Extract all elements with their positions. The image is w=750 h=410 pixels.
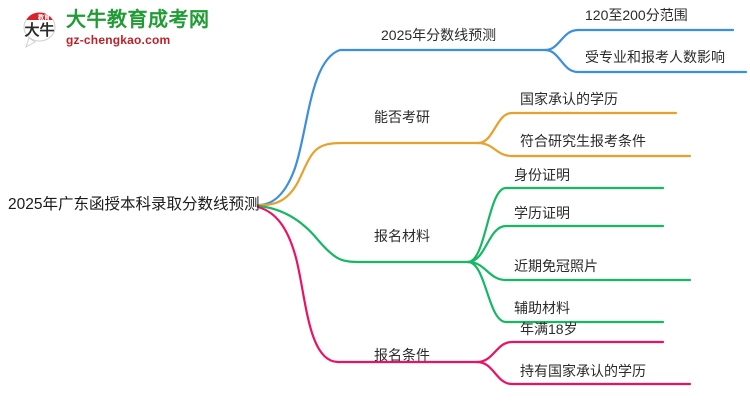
svg-text:教育: 教育 <box>37 14 50 22</box>
logo-subtitle: gz-chengkao.com <box>66 33 171 47</box>
edge-group-branch-3 <box>256 205 692 386</box>
mindmap-root-node[interactable]: 2025年广东函授本科录取分数线预测 <box>8 196 260 213</box>
mindmap-leaf-node-3-0[interactable]: 年满18岁 <box>520 321 578 337</box>
logo-text: 大牛教育成考网 gz-chengkao.com <box>66 8 210 48</box>
mindmap-leaf-node-3-1[interactable]: 持有国家承认的学历 <box>520 363 646 379</box>
site-logo: 大牛 教育 大牛教育成考网 gz-chengkao.com <box>18 6 209 54</box>
mindmap-leaf-node-2-1[interactable]: 学历证明 <box>514 205 570 221</box>
edge-branch-2-to-child-1 <box>466 224 665 264</box>
mindmap-branch-node-2[interactable]: 报名材料 <box>374 228 430 244</box>
daniu-logo-icon: 大牛 教育 <box>23 12 56 49</box>
mindmap-branch-node-3[interactable]: 报名条件 <box>374 347 430 363</box>
edge-root-to-branch-0 <box>256 48 547 207</box>
edge-branch-2-to-child-3 <box>466 260 665 324</box>
edge-root-to-branch-3 <box>256 205 479 364</box>
edge-branch-0-to-child-0 <box>543 28 735 52</box>
mindmap-leaf-node-0-1[interactable]: 受专业和报考人数影响 <box>585 49 725 65</box>
mindmap-leaf-node-2-3[interactable]: 辅助材料 <box>514 300 570 316</box>
edge-branch-2-to-child-0 <box>466 186 665 264</box>
mindmap-leaf-node-2-2[interactable]: 近期免冠照片 <box>514 258 598 274</box>
edge-group-branch-2 <box>256 186 692 324</box>
edge-branch-1-to-child-0 <box>476 111 678 145</box>
edge-root-to-branch-2 <box>256 204 470 264</box>
edge-branch-3-to-child-1 <box>475 360 692 386</box>
edge-root-to-branch-1 <box>256 141 480 207</box>
edge-branch-0-to-child-1 <box>543 48 748 74</box>
mindmap-leaf-node-0-0[interactable]: 120至200分范围 <box>585 7 688 23</box>
mindmap-leaf-node-1-1[interactable]: 符合研究生报考条件 <box>520 133 646 149</box>
svg-text:大牛: 大牛 <box>24 21 54 39</box>
mindmap-branch-node-0[interactable]: 2025年分数线预测 <box>381 27 497 43</box>
mindmap-leaf-node-2-0[interactable]: 身份证明 <box>514 167 570 183</box>
edge-group-branch-1 <box>256 111 692 207</box>
edge-branch-1-to-child-1 <box>476 141 692 158</box>
edge-branch-3-to-child-0 <box>475 340 665 364</box>
edge-group-branch-0 <box>256 28 748 207</box>
mindmap-branch-node-1[interactable]: 能否考研 <box>374 109 430 125</box>
mindmap-leaf-node-1-0[interactable]: 国家承认的学历 <box>520 91 618 107</box>
logo-title: 大牛教育成考网 <box>66 9 210 31</box>
